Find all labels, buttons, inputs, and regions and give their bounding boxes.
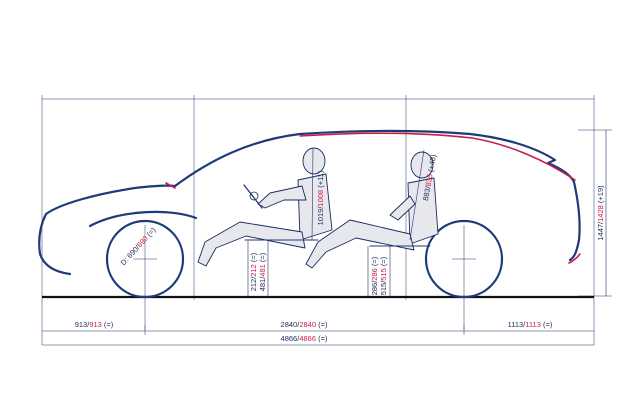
rear-wheel	[424, 219, 504, 299]
rear-headroom-line	[409, 149, 425, 241]
body-lower-line	[88, 210, 198, 228]
wheel-centre-lines	[133, 225, 476, 330]
seat-structure	[244, 239, 431, 247]
overall-length-label: 4866/4866 (=)	[281, 334, 328, 343]
rear-seat-dimension-lines	[367, 246, 391, 297]
wheelbase-label: 2840/2840 (=)	[281, 320, 328, 329]
roofline-red	[299, 132, 576, 181]
front-headroom-label: 1019/1008 (+11)	[316, 170, 325, 225]
front-fascia-red	[165, 182, 176, 189]
rear-seat-height-label: 286/286 (=)	[370, 256, 379, 295]
front-wheel	[105, 219, 185, 299]
bottom-dimension-lines	[42, 325, 594, 346]
front-headroom-line	[311, 147, 314, 241]
rear-overhang-label: 1113/1113 (=)	[508, 320, 553, 329]
front-occupant	[197, 147, 333, 267]
wheel-diameter-label: D: 690/690 (=)	[119, 225, 158, 267]
rear-occupant	[305, 151, 439, 269]
overall-height-label: 1447/1428 (+19)	[596, 185, 605, 241]
top-dimension-frame	[41, 95, 612, 345]
car-body-outline	[38, 129, 581, 276]
front-seat-height-label: 212/212 (=)	[249, 252, 258, 291]
rear-bumper-red	[568, 253, 581, 264]
front-hpoint-height-label: 481/481 (=)	[258, 252, 267, 291]
rear-headroom-label: 883/835 (+48)	[421, 153, 438, 201]
front-overhang-label: 913/913 (=)	[75, 320, 114, 329]
front-seat-dimension-lines	[247, 241, 269, 297]
rear-hpoint-height-label: 515/515 (=)	[379, 256, 388, 295]
